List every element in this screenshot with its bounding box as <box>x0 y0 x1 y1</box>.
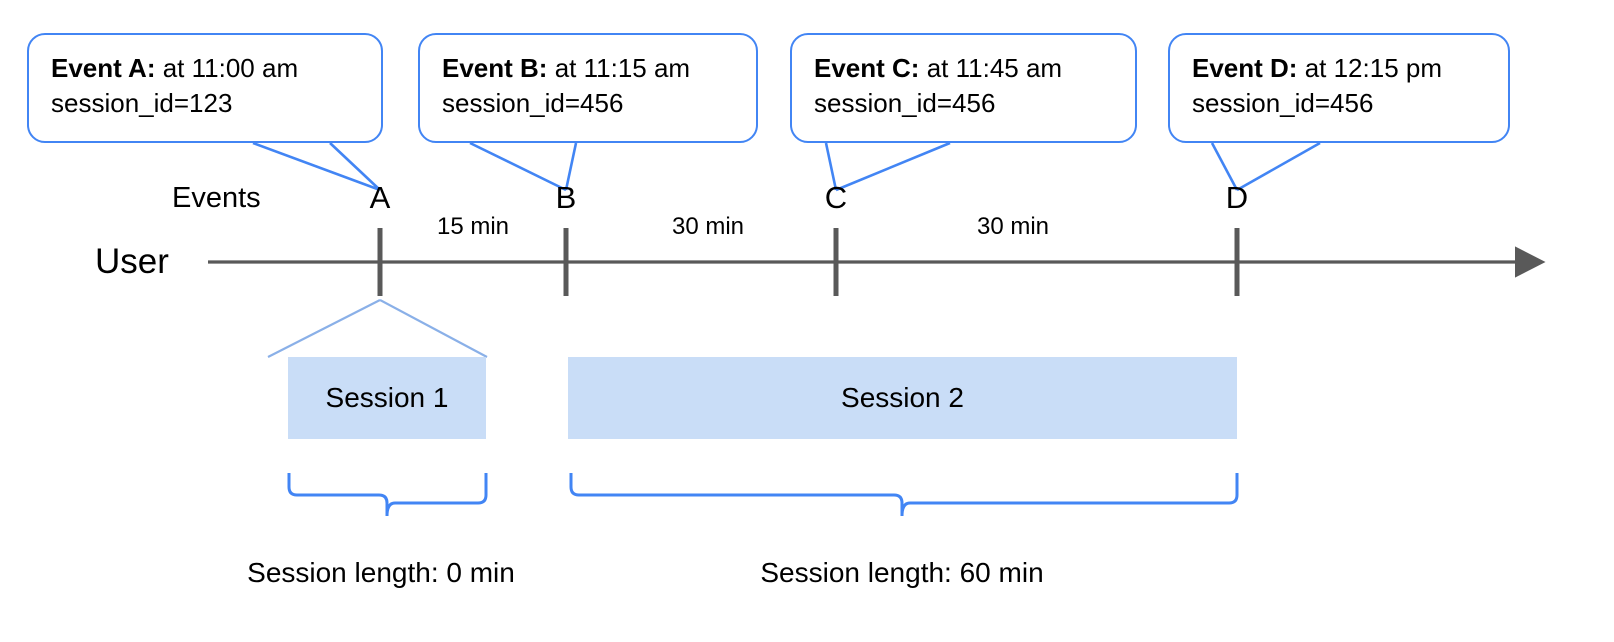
callout-event-a[interactable]: Event A: at 11:00 am session_id=123 <box>27 33 383 143</box>
session2-brace <box>569 473 1239 517</box>
session-2-length-label: Session length: 60 min <box>760 557 1044 588</box>
user-row-label: User <box>95 242 169 281</box>
callout-a-event-label: Event A: <box>51 53 156 83</box>
callout-event-b[interactable]: Event B: at 11:15 am session_id=456 <box>418 33 758 143</box>
callout-pointer-a <box>252 141 381 192</box>
callout-d-event-label: Event D: <box>1192 53 1298 83</box>
session-bar-2[interactable]: Session 2 <box>568 357 1237 439</box>
callout-event-d[interactable]: Event D: at 12:15 pm session_id=456 <box>1168 33 1510 143</box>
callout-c-time: at 11:45 am <box>919 53 1063 83</box>
callout-pointer-c <box>824 141 951 192</box>
interval-label-bc: 30 min <box>671 213 745 240</box>
callout-pointer-d <box>1210 141 1321 192</box>
session-1-length-label: Session length: 0 min <box>247 557 515 588</box>
callout-d-session-id: session_id=456 <box>1192 87 1374 118</box>
callout-c-line1: Event C: at 11:45 am <box>814 51 1115 86</box>
interval-label-ab: 15 min <box>436 213 510 240</box>
session1-connector <box>267 299 488 358</box>
callout-a-time: at 11:00 am <box>155 53 299 83</box>
interval-label-cd: 30 min <box>976 213 1050 240</box>
callout-c-session-id: session_id=456 <box>814 87 996 118</box>
event-letter-c: C <box>824 180 848 215</box>
session1-brace <box>287 473 488 517</box>
callout-b-line1: Event B: at 11:15 am <box>442 51 736 86</box>
callout-d-line1: Event D: at 12:15 pm <box>1192 51 1488 86</box>
callout-pointer-b <box>469 141 578 192</box>
callout-event-c[interactable]: Event C: at 11:45 am session_id=456 <box>790 33 1137 143</box>
event-letter-d: D <box>1225 180 1249 215</box>
callout-a-line1: Event A: at 11:00 am <box>51 51 361 86</box>
callout-b-time: at 11:15 am <box>547 53 691 83</box>
callout-d-time: at 12:15 pm <box>1297 53 1443 83</box>
events-row-label: Events <box>172 182 261 214</box>
event-letter-b: B <box>555 180 577 215</box>
session-bar-1[interactable]: Session 1 <box>288 357 486 439</box>
callout-b-event-label: Event B: <box>442 53 548 83</box>
callout-b-session-id: session_id=456 <box>442 87 624 118</box>
callout-c-event-label: Event C: <box>814 53 920 83</box>
session-bar-2-label: Session 2 <box>841 382 964 413</box>
callout-a-session-id: session_id=123 <box>51 87 233 118</box>
session-bar-1-label: Session 1 <box>325 382 449 413</box>
event-letter-a: A <box>369 180 391 215</box>
